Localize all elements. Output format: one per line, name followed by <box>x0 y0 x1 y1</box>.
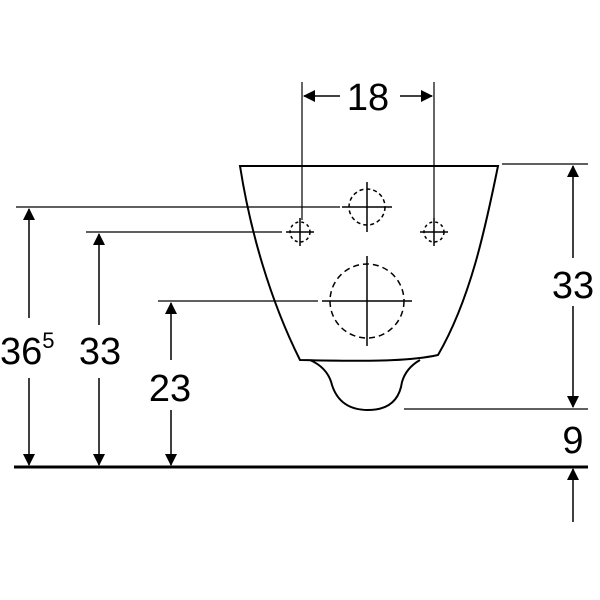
extension-lines <box>16 82 588 410</box>
label-36-5-sup: 5 <box>42 328 54 353</box>
label-18: 18 <box>347 77 389 119</box>
label-33-left: 33 <box>79 331 121 373</box>
label-36-5-main: 36 <box>0 331 42 373</box>
label-33-right: 33 <box>552 265 594 307</box>
dimension-lines <box>23 90 579 522</box>
label-23: 23 <box>149 368 191 410</box>
toilet-outlet-outline <box>309 359 421 412</box>
label-36-5: 365 <box>0 328 55 373</box>
toilet-body-outline <box>238 165 500 362</box>
label-9: 9 <box>562 420 583 462</box>
fixing-holes <box>286 182 448 346</box>
